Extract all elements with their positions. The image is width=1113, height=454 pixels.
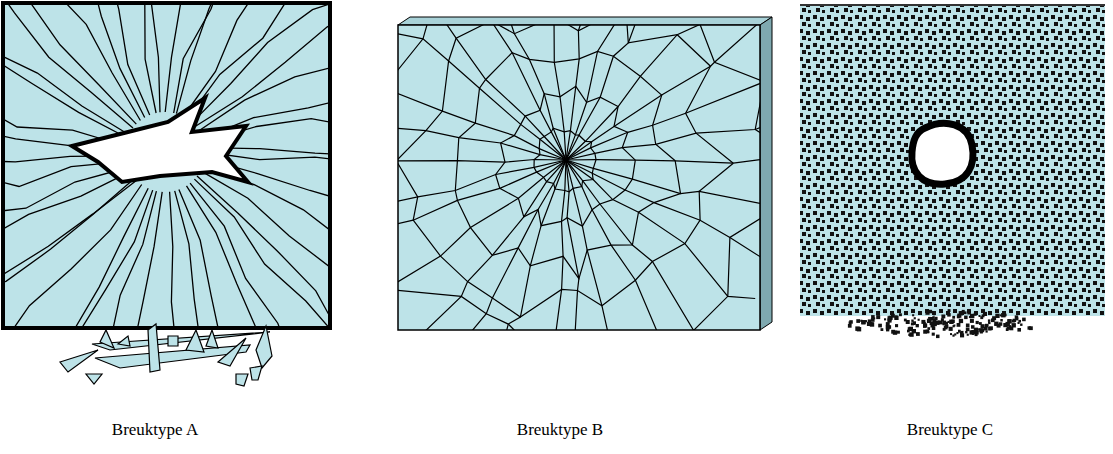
figure-label: Breuktype B <box>517 420 603 440</box>
pane-b <box>294 0 846 454</box>
figure-label: Breuktype C <box>907 420 993 440</box>
pane-c <box>800 4 1105 338</box>
figure-label: Breuktype A <box>112 420 198 440</box>
